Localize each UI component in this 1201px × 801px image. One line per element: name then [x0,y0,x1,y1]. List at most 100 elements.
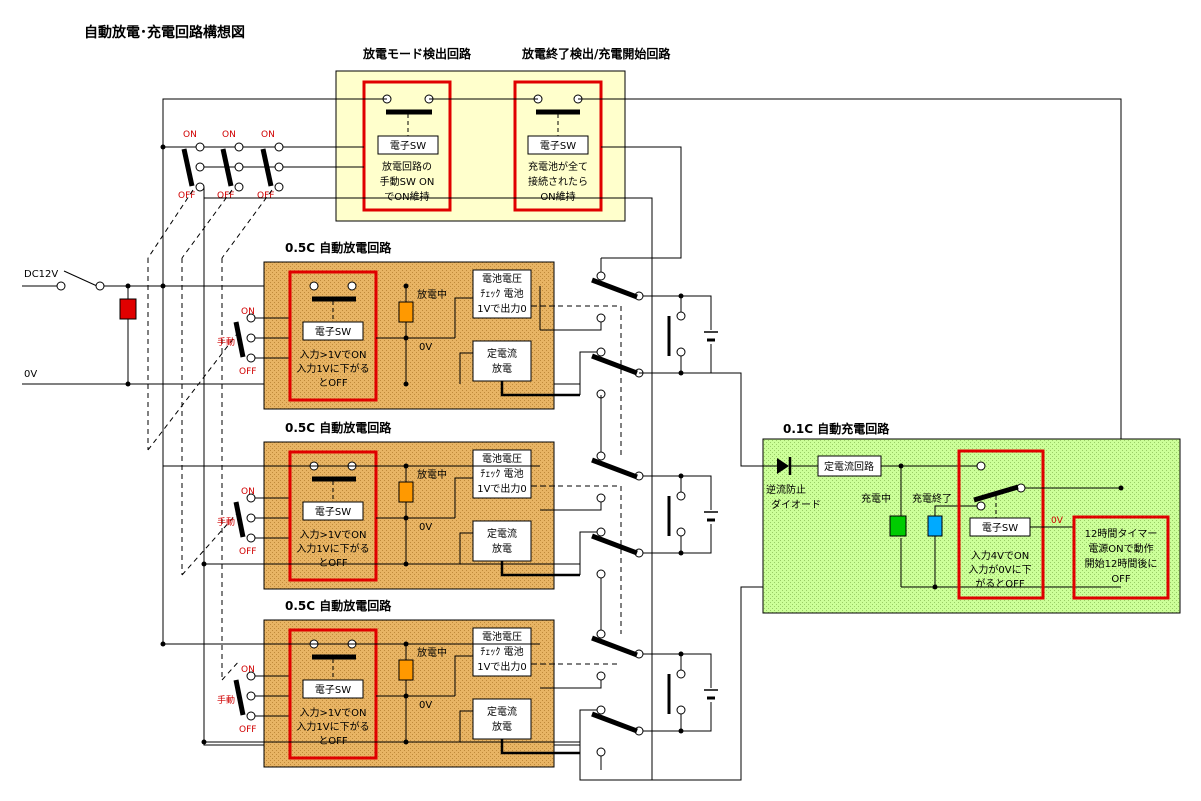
svg-text:OFF: OFF [239,725,256,735]
svg-text:電子SW: 電子SW [315,684,351,696]
end-esw-box [527,135,589,155]
svg-text:12時間タイマー: 12時間タイマー [1085,528,1158,540]
svg-text:1Vで出力0: 1Vで出力0 [477,660,527,673]
svg-text:充電中: 充電中 [861,492,891,505]
mode-detection-panel: 放電モード検出回路 放電終了検出/充電開始回路 電子SW 放電回路の 手動SW … [335,46,671,222]
svg-text:ﾁｪｯｸ 電池: ﾁｪｯｸ 電池 [480,467,523,480]
svg-text:放電: 放電 [492,542,512,555]
svg-text:OFF: OFF [178,191,195,201]
svg-text:定電流: 定電流 [487,705,517,718]
timer-frame [1072,515,1170,600]
charge-switch-frame [957,449,1045,600]
svg-text:電子SW: 電子SW [540,140,576,152]
charge-done-indicator [927,515,943,537]
svg-text:とOFF: とOFF [318,377,348,389]
svg-text:ON: ON [241,307,255,317]
svg-text:とOFF: とOFF [318,735,348,747]
svg-text:電源ONで動作: 電源ONで動作 [1088,542,1153,555]
svg-text:OFF: OFF [257,191,274,201]
diagram-title: 自動放電･充電回路構想図 [84,24,245,41]
svg-text:0V: 0V [419,342,432,353]
svg-text:ﾁｪｯｸ 電池: ﾁｪｯｸ 電池 [480,287,523,300]
svg-text:1Vで出力0: 1Vで出力0 [477,482,527,495]
discharge-switch-frame [288,270,378,402]
svg-text:ON: ON [241,487,255,497]
svg-text:OFF: OFF [217,191,234,201]
power-indicator-red [119,298,137,320]
end-switch-frame [513,80,603,212]
svg-text:手動: 手動 [217,336,235,348]
svg-text:充電池が全て: 充電池が全て [528,160,588,173]
mode-switch-frame [362,80,452,212]
svg-text:OFF: OFF [239,547,256,557]
svg-text:定電流: 定電流 [487,527,517,540]
svg-text:放電中: 放電中 [417,468,447,481]
top-selector-switches: ON ON ON OFF OFF OFF [178,130,284,201]
svg-text:電池電圧: 電池電圧 [482,272,522,285]
svg-text:0V: 0V [419,522,432,533]
svg-text:電子SW: 電子SW [315,326,351,338]
mode-esw-box [377,135,439,155]
svg-text:逆流防止: 逆流防止 [766,483,806,496]
svg-text:手動: 手動 [217,694,235,706]
voltage-check-box [472,269,532,319]
svg-text:入力>1VでON: 入力>1VでON [300,528,367,541]
svg-text:がるとOFF: がるとOFF [975,577,1025,590]
svg-text:0V: 0V [1051,516,1064,526]
svg-text:電子SW: 電子SW [982,522,1018,534]
svg-text:入力1Vに下がる: 入力1Vに下がる [296,542,369,555]
svg-text:ON維持: ON維持 [540,190,575,203]
mode-detect-header: 放電モード検出回路 [362,46,472,61]
svg-text:入力1Vに下がる: 入力1Vに下がる [296,362,369,375]
svg-text:とOFF: とOFF [318,557,348,569]
svg-text:手動SW ON: 手動SW ON [380,175,435,188]
end-detect-header: 放電終了検出/充電開始回路 [521,46,671,61]
svg-text:ﾁｪｯｸ 電池: ﾁｪｯｸ 電池 [480,645,523,658]
svg-text:入力1Vに下がる: 入力1Vに下がる [296,720,369,733]
discharging-indicator [398,301,414,323]
svg-text:開始12時間後に: 開始12時間後に [1085,557,1158,570]
discharge-panel-3: 0.5C 自動放電回路 ON 手動 OFF 電子SW 入力>1VでON 入力1V… [160,598,580,768]
svg-text:1Vで出力0: 1Vで出力0 [477,302,527,315]
discharge-panel-1: 0.5C 自動放電回路 ON 手動 OFF 電子SW 入力>1VでON 入力1V… [217,240,580,410]
svg-text:OFF: OFF [1111,574,1131,585]
svg-text:ON: ON [261,130,275,140]
dc12v-label: DC12V [24,269,58,280]
svg-text:ダイオード: ダイオード [771,498,821,511]
charge-panel: 0.1C 自動充電回路 逆流防止 ダイオード 定電流回路 充電中 充電終了 電子… [639,372,1181,614]
discharge-header: 0.5C 自動放電回路 [285,240,392,255]
svg-text:接続されたら: 接続されたら [528,175,588,188]
svg-text:手動: 手動 [217,516,235,528]
cc-discharge-box [472,340,532,382]
svg-text:ON: ON [241,665,255,675]
svg-text:入力4VでON: 入力4VでON [971,549,1030,562]
svg-text:入力>1VでON: 入力>1VでON [300,706,367,719]
svg-text:0V: 0V [419,700,432,711]
svg-text:定電流回路: 定電流回路 [824,460,874,473]
svg-text:入力が0Vに下: 入力が0Vに下 [968,563,1031,576]
svg-text:入力>1VでON: 入力>1VでON [300,348,367,361]
discharge-header: 0.5C 自動放電回路 [285,598,392,613]
svg-text:電子SW: 電子SW [390,140,426,152]
discharge-panel-2: 0.5C 自動放電回路 ON 手動 OFF 電子SW 入力>1VでON 入力1V… [163,420,580,590]
svg-text:放電: 放電 [492,720,512,733]
svg-text:OFF: OFF [239,367,256,377]
discharging-indicator [398,481,414,503]
svg-text:電池電圧: 電池電圧 [482,630,522,643]
svg-text:放電中: 放電中 [417,646,447,659]
svg-text:ON: ON [222,130,236,140]
charge-header: 0.1C 自動充電回路 [783,421,890,436]
svg-text:ON: ON [183,130,197,140]
svg-text:定電流: 定電流 [487,347,517,360]
discharge-header: 0.5C 自動放電回路 [285,420,392,435]
svg-text:充電終了: 充電終了 [912,492,952,505]
charging-indicator [889,515,907,537]
svg-text:でON維持: でON維持 [384,190,429,203]
svg-text:放電回路の: 放電回路の [382,160,432,173]
discharging-indicator [398,659,414,681]
svg-text:放電中: 放電中 [417,288,447,301]
zero-v-label: 0V [24,369,37,380]
svg-text:電池電圧: 電池電圧 [482,452,522,465]
svg-text:放電: 放電 [492,362,512,375]
svg-text:電子SW: 電子SW [315,506,351,518]
